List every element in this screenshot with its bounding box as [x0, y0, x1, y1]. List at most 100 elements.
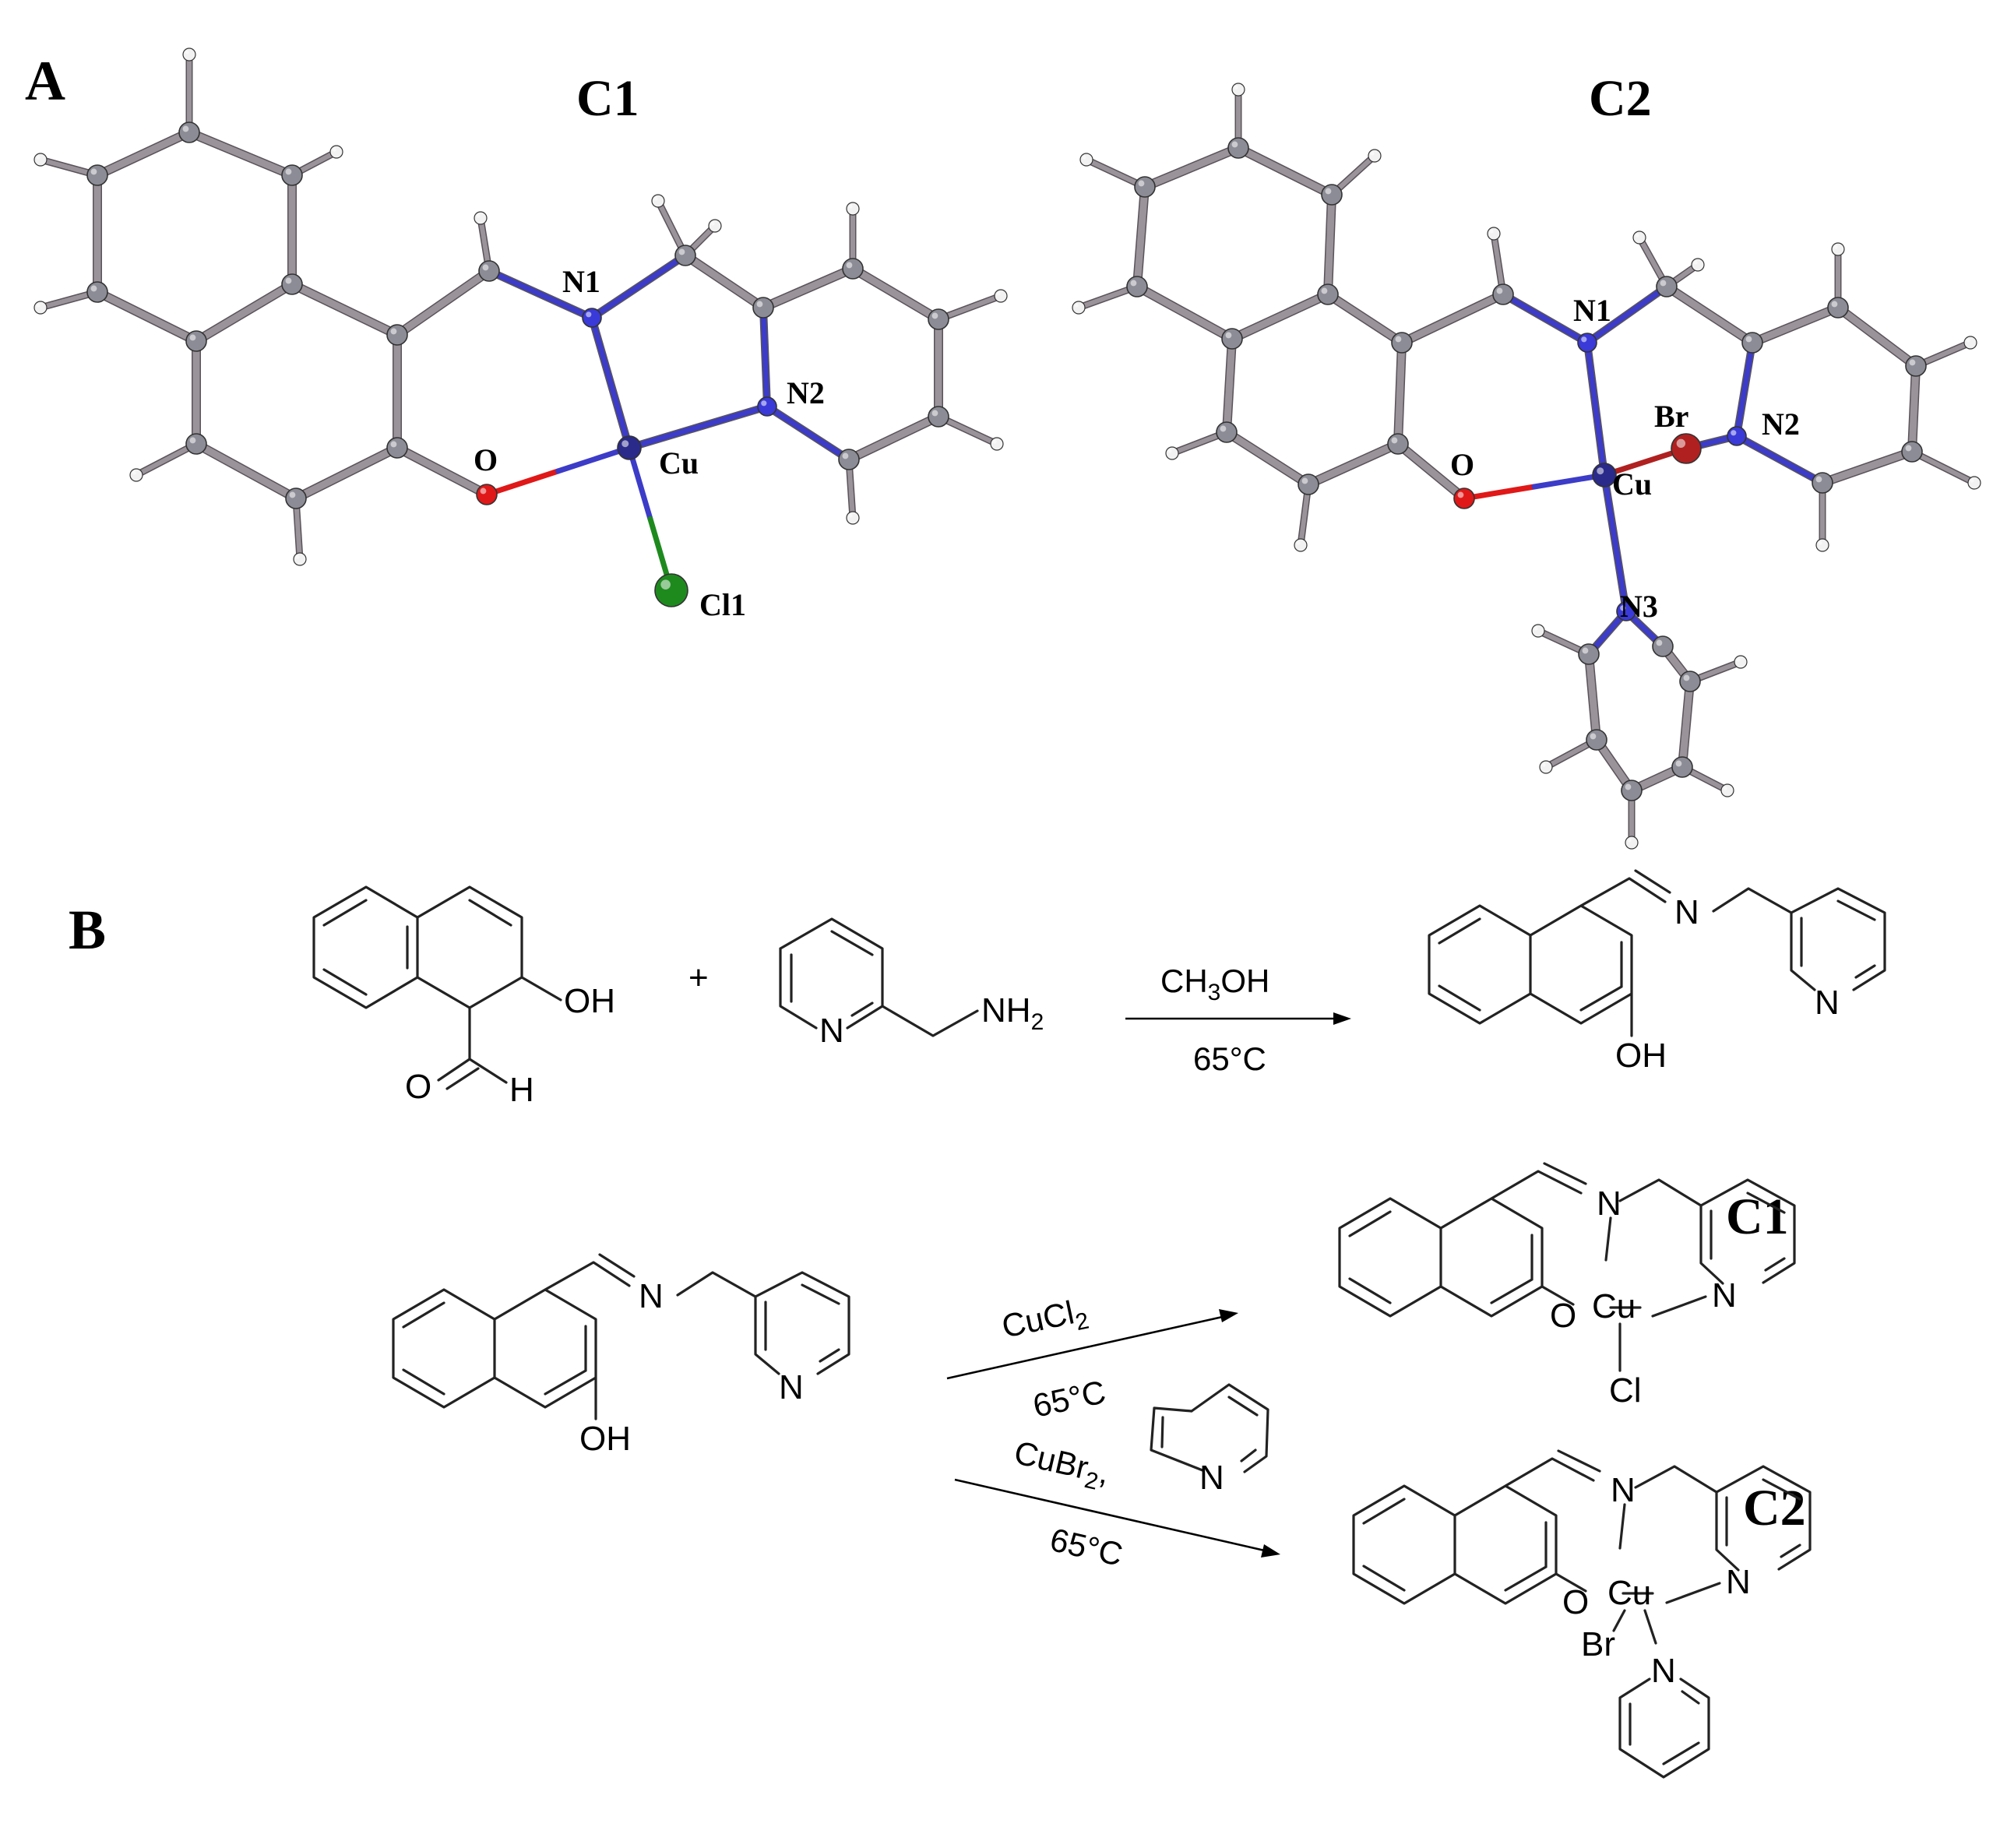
c2-bond: [1305, 440, 1402, 488]
c2-atom-highlight: [1966, 338, 1970, 343]
c2-atom-highlight: [1745, 336, 1752, 343]
c2-atom-highlight: [1301, 477, 1308, 484]
c2-bond: [1748, 304, 1842, 347]
c1-atom-highlight: [36, 303, 40, 308]
c2-atom-highlight: [1496, 287, 1503, 294]
c1-atom-carbon: [928, 308, 949, 330]
c1-atom-hydrogen: [846, 202, 860, 216]
c2-atom-carbon: [1391, 332, 1413, 354]
c2-atom-highlight: [1074, 303, 1079, 308]
c2-bond: [1601, 472, 1629, 614]
c2-atom-highlight: [1082, 155, 1086, 160]
c2-atom-highlight: [1489, 229, 1494, 234]
c1-bond: [764, 403, 852, 463]
c1-atom-highlight: [390, 328, 397, 335]
panel-b-letter: B: [69, 899, 106, 961]
reagent-hydroxynaphthaldehyde: OH O H: [312, 885, 615, 1109]
c2-atom-highlight: [1627, 838, 1632, 843]
c1-bond: [393, 267, 493, 339]
c2-atom-highlight: [1815, 476, 1822, 483]
c2-complex-bonds: [1352, 1449, 1812, 1779]
c2-atom-oxygen: [1453, 488, 1475, 509]
c1-atom-carbon: [674, 245, 696, 266]
c2-atom-hydrogen: [1720, 783, 1734, 797]
step1-arrow-group: CH3OH 65°C: [1125, 963, 1351, 1077]
c2-atom-hydrogen: [1072, 301, 1086, 315]
c1-atom-highlight: [390, 441, 397, 448]
c1-atom-highlight: [848, 513, 853, 518]
c2-atom-hydrogen: [1368, 149, 1382, 163]
step1-temperature: 65°C: [1193, 1040, 1266, 1077]
reagent-picolylamine: N NH2: [779, 917, 1044, 1050]
reagent1-bonds: [312, 885, 562, 1090]
c2-atom-hydrogen: [1625, 836, 1639, 850]
c2-atom-carbon: [1621, 780, 1643, 801]
c1-atom-highlight: [678, 248, 685, 255]
c2-atom-carbon: [1827, 297, 1849, 319]
c1-atom-highlight: [476, 213, 481, 218]
c1-atom-hydrogen: [994, 289, 1008, 303]
c1-atom-hydrogen: [33, 301, 48, 315]
c1-bond: [760, 304, 770, 410]
c2-label-n3: N3: [1620, 589, 1658, 624]
c2-atom-hydrogen: [1079, 153, 1093, 167]
c2-bond: [1910, 449, 1977, 485]
c1-atom-carbon: [281, 164, 303, 186]
c2-bond: [1678, 678, 1694, 771]
plus-sign: +: [688, 959, 709, 997]
c2-atom-highlight: [1723, 786, 1727, 790]
c1-atom-nitrogen: [757, 396, 777, 417]
c2-bond: [1908, 362, 1920, 456]
c1-atom-carbon: [86, 281, 108, 303]
c1-atom-hydrogen: [129, 468, 143, 482]
reagent2-bonds: [779, 917, 979, 1037]
c1-atom-highlight: [621, 440, 629, 448]
c1-atom-highlight: [761, 400, 767, 407]
c1-atom-hydrogen: [846, 511, 860, 525]
c1-atom-highlight: [482, 264, 489, 271]
c1-complex: C1 N N O Cu Cl: [1338, 1162, 1796, 1410]
c2-atom-highlight: [1656, 639, 1663, 646]
c1-atom-highlight: [90, 168, 97, 175]
c1-bond: [849, 265, 942, 323]
c2-bond: [1394, 440, 1468, 502]
c2-atom-hydrogen: [1539, 760, 1553, 774]
c2-atom-highlight: [1683, 674, 1690, 681]
c2-atom-carbon: [1671, 756, 1693, 778]
c1-bond: [845, 413, 942, 463]
c2-atom-carbon: [1126, 276, 1148, 297]
c2-atom-highlight: [1590, 733, 1597, 740]
step2b-arrow-group: CuBr2, 65°C N: [954, 1383, 1280, 1573]
c1-atom-hydrogen: [708, 219, 722, 233]
step2a-arrow: [946, 1315, 1227, 1380]
c2-bond: [1133, 183, 1149, 290]
c1-bond: [626, 403, 770, 451]
c2-label-br: Br: [1654, 399, 1688, 434]
c2-complex-title: C2: [1743, 1480, 1806, 1536]
c1-atom-hydrogen: [474, 211, 488, 225]
ligand-start-bonds: [392, 1253, 850, 1420]
c2-atom-hydrogen: [1691, 258, 1705, 272]
c1-bond: [185, 128, 296, 179]
c2-atom-highlight: [1167, 449, 1172, 453]
c2-label-n2: N2: [1762, 407, 1800, 442]
step2a-temperature: 65°C: [1030, 1373, 1109, 1424]
c2-atom-highlight: [1138, 180, 1145, 187]
step2b-reagent: CuBr2,: [1009, 1434, 1113, 1497]
c1-atom-carbon: [386, 324, 408, 346]
c1-crystal-structure: [33, 48, 1008, 607]
c2-atom-carbon: [1741, 332, 1763, 354]
c2-atom-carbon: [1134, 176, 1156, 198]
c2-bond: [1734, 433, 1826, 486]
c2-bond: [1834, 304, 1920, 370]
ligand-start: N N OH: [392, 1253, 850, 1458]
ligand-start-oh: OH: [579, 1420, 631, 1458]
c1-atom-highlight: [931, 312, 938, 319]
c2-atom-highlight: [1296, 540, 1301, 545]
c2-atom-nitrogen: [1577, 333, 1597, 353]
c1-atom-carbon: [281, 273, 303, 295]
c1-bond: [93, 288, 200, 345]
c2-atom-highlight: [1225, 332, 1232, 339]
c1-complex-cl: Cl: [1609, 1371, 1642, 1410]
c1-bond: [192, 280, 296, 345]
